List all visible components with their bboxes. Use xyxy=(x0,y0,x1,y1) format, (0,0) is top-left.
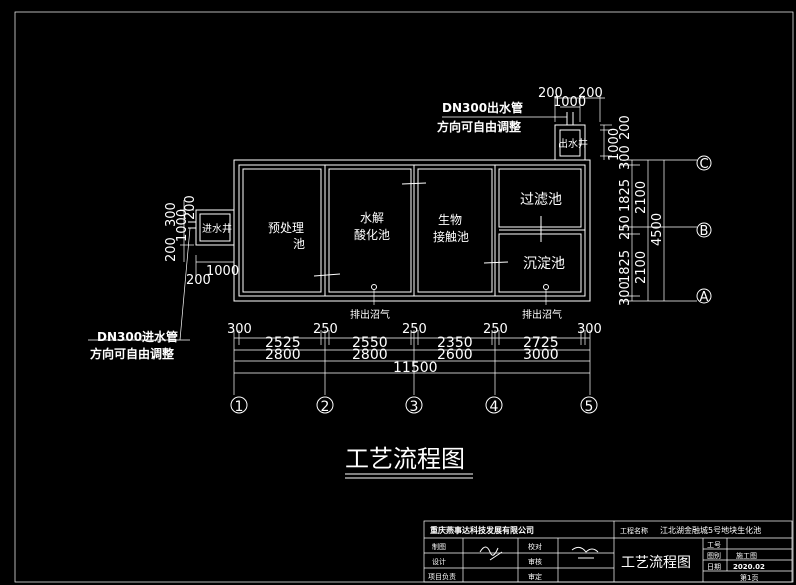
vertical-dimensions xyxy=(620,155,712,304)
dim-right-5: 300 xyxy=(618,281,633,306)
grid-row-a: A xyxy=(700,290,709,305)
dim-top-1: 300 xyxy=(227,322,252,337)
dim-outlet-top-1: 200 xyxy=(538,86,563,101)
dim-low-2: 2800 xyxy=(352,347,388,363)
dim-total: 11500 xyxy=(393,360,438,376)
grid-column-5: 5 xyxy=(585,399,594,415)
label-pretreat-1: 预处理 xyxy=(268,221,304,235)
dim-low-3: 2600 xyxy=(437,347,473,363)
tb-info-label-1: 工号 xyxy=(707,541,721,549)
dim-outlet-top-2: 200 xyxy=(578,86,603,101)
dim-inlet-left-3: 1000 xyxy=(175,209,190,242)
label-outlet-well: 出水井 xyxy=(558,137,588,150)
tb-project-name: 江北湖金融城5号地块生化池 xyxy=(660,525,761,535)
title-block-grid xyxy=(423,520,793,583)
dim-right-3: 250 xyxy=(618,215,633,240)
grid-row-b: B xyxy=(700,224,709,239)
label-settling: 沉淀池 xyxy=(523,256,565,272)
drawing-title: 工艺流程图 xyxy=(345,445,465,473)
inlet-well xyxy=(88,200,235,341)
label-hydrolysis-1: 水解 xyxy=(360,211,384,225)
tb-mid-row-1: 校对 xyxy=(528,542,542,551)
dim-mid-2: 2550 xyxy=(352,335,388,351)
dim-right-1: 300 xyxy=(618,145,633,170)
note-inlet-adjust: 方向可自由调整 xyxy=(90,346,174,361)
grid-column-4: 4 xyxy=(490,399,499,415)
dim-right-4: 1825 xyxy=(618,250,633,283)
label-bio-2: 接触池 xyxy=(433,229,469,244)
dim-right-mid-1: 2100 xyxy=(634,181,649,214)
dim-top-2: 250 xyxy=(313,322,338,337)
outlet-well xyxy=(442,96,612,161)
tb-sheet: 第1页 xyxy=(740,573,758,582)
tb-drawing-name: 工艺流程图 xyxy=(621,555,691,571)
note-inlet-pipe: DN300进水管 xyxy=(97,329,178,344)
grid-row-c: C xyxy=(699,157,708,172)
dim-top-5: 300 xyxy=(577,322,602,337)
dim-outlet-right-2: 1000 xyxy=(607,128,622,161)
dim-right-2: 1825 xyxy=(618,179,633,212)
tb-info-label-3: 日期 xyxy=(707,563,721,571)
label-vent-1: 排出沼气 xyxy=(350,308,390,321)
label-hydrolysis-2: 酸化池 xyxy=(354,227,390,242)
grid-column-1: 1 xyxy=(235,399,244,415)
dim-low-4: 3000 xyxy=(523,347,559,363)
dim-outlet-right-1: 200 xyxy=(618,115,633,140)
label-filter: 过滤池 xyxy=(520,192,562,208)
tb-row-1: 制图 xyxy=(432,542,446,551)
tb-mid-row-3: 审定 xyxy=(528,572,542,581)
tb-project-label: 工程名称 xyxy=(620,526,648,535)
dim-mid-4: 2725 xyxy=(523,335,559,351)
dim-right-total: 4500 xyxy=(650,213,665,246)
tb-info-value-2: 施工图 xyxy=(736,551,757,560)
tb-info-label-2: 图别 xyxy=(707,551,721,560)
note-outlet-adjust: 方向可自由调整 xyxy=(437,119,521,134)
dim-top-3: 250 xyxy=(402,322,427,337)
note-outlet-pipe: DN300出水管 xyxy=(442,100,523,115)
column-grid xyxy=(230,396,598,414)
dim-outlet-width: 1000 xyxy=(553,95,586,110)
dim-low-1: 2800 xyxy=(265,347,301,363)
dim-inlet-left-2: 300 xyxy=(164,202,179,227)
horizontal-dimensions xyxy=(233,330,591,395)
label-vent-2: 排出沼气 xyxy=(522,308,562,321)
label-inlet-well: 进水井 xyxy=(202,222,232,235)
tb-mid-row-2: 审核 xyxy=(528,557,542,566)
dim-inlet-bottom-1: 1000 xyxy=(206,264,239,279)
tb-company: 重庆燕事达科技发展有限公司 xyxy=(430,525,534,535)
tank-outline xyxy=(233,159,591,305)
tb-info-value-3: 2020.02 xyxy=(733,563,765,571)
dim-inlet-left-1: 200 xyxy=(164,237,179,262)
tb-row-2: 设计 xyxy=(432,557,446,566)
signature-mark xyxy=(479,546,503,561)
dim-mid-3: 2350 xyxy=(437,335,473,351)
dim-inlet-left-4: 200 xyxy=(183,195,198,220)
grid-column-2: 2 xyxy=(321,399,330,415)
signature-mark-2 xyxy=(571,546,599,559)
label-bio-1: 生物 xyxy=(438,213,462,227)
dim-top-4: 250 xyxy=(483,322,508,337)
sheet-border xyxy=(14,11,794,583)
grid-column-3: 3 xyxy=(410,399,419,415)
dim-right-mid-2: 2100 xyxy=(634,251,649,284)
dim-mid-1: 2525 xyxy=(265,335,301,351)
label-pretreat-2: 池 xyxy=(293,237,305,251)
dim-inlet-bottom-2: 200 xyxy=(186,273,211,288)
tb-row-3: 项目负责 xyxy=(428,572,456,581)
